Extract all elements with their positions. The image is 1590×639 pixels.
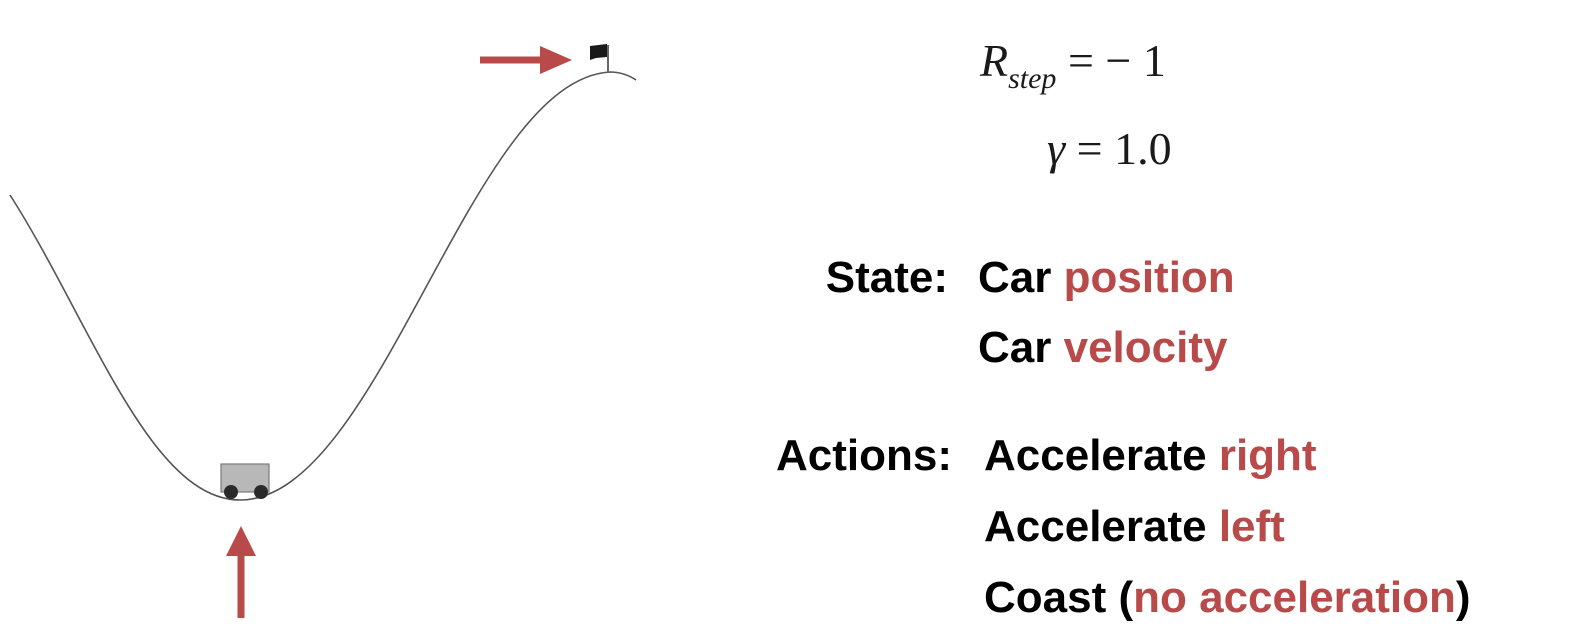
action-item-highlight: left: [1218, 502, 1285, 551]
car-icon: [220, 463, 270, 499]
state-item-position: Car position: [978, 256, 1235, 300]
action-item-suffix: ): [1455, 573, 1471, 622]
action-item-prefix: Accelerate: [984, 431, 1219, 480]
flag-cloth: [590, 44, 607, 60]
arrow-right-icon: [480, 46, 572, 74]
state-item-prefix: Car: [978, 323, 1064, 372]
state-item-highlight: velocity: [1063, 323, 1228, 372]
discount-value: = 1.0: [1076, 123, 1172, 174]
state-item-highlight: position: [1063, 253, 1235, 302]
actions-label: Actions:: [776, 431, 952, 480]
reward-subscript: step: [1008, 62, 1057, 95]
action-item-coast: Coast (no acceleration): [984, 576, 1471, 620]
discount-equation: γ = 1.0: [1047, 122, 1172, 175]
valley-curve: [9, 71, 637, 501]
arrow-up-icon: [226, 526, 256, 618]
reward-equation: Rstep = − 1: [980, 34, 1166, 94]
action-item-prefix: Accelerate: [984, 502, 1219, 551]
car-wheel-right: [254, 485, 268, 499]
discount-symbol: γ: [1047, 123, 1066, 174]
action-item-right: Accelerate right: [984, 434, 1317, 478]
reward-symbol: R: [980, 35, 1009, 86]
car-wheel-left: [224, 485, 238, 499]
action-item-highlight: right: [1218, 431, 1317, 480]
state-item-prefix: Car: [978, 253, 1064, 302]
action-item-prefix: Coast (: [984, 573, 1134, 622]
reward-value: = − 1: [1067, 35, 1166, 86]
state-label: State:: [825, 253, 948, 302]
action-item-left: Accelerate left: [984, 505, 1285, 549]
action-item-highlight: no acceleration: [1133, 573, 1456, 622]
state-item-velocity: Car velocity: [978, 326, 1227, 370]
flag-icon: [590, 44, 609, 73]
